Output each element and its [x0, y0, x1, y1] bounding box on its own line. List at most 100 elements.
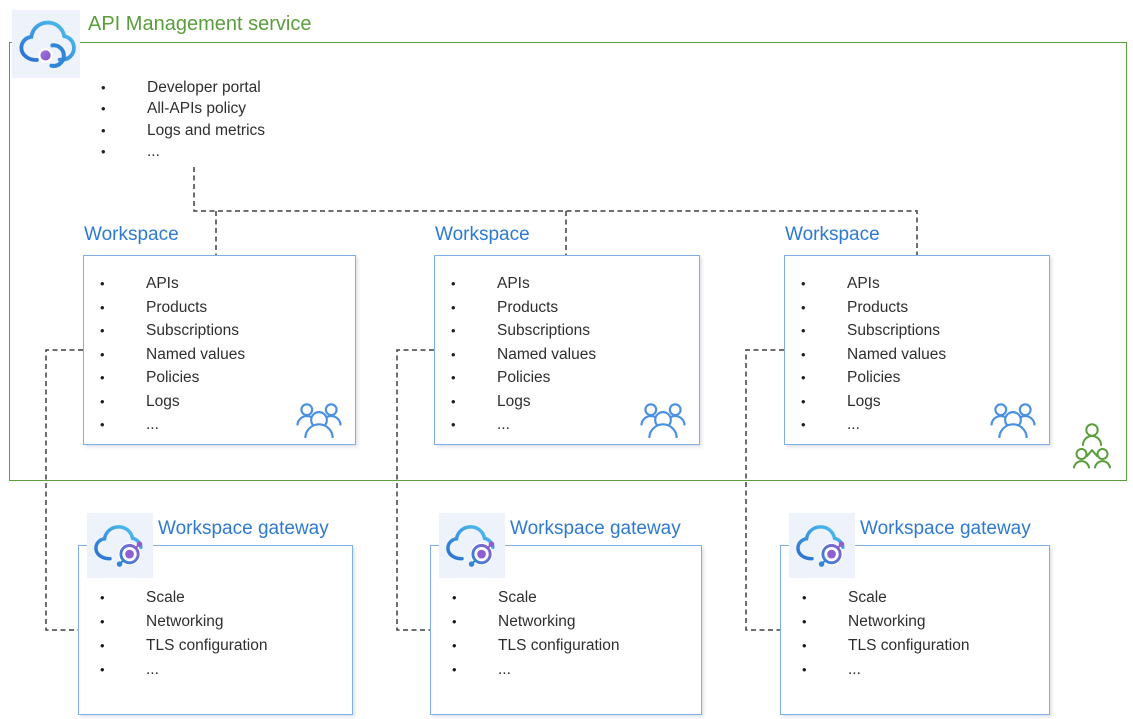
workspace-box: •APIs •Products •Subscriptions •Named va…: [434, 255, 700, 445]
list-item-label: ...: [146, 416, 159, 433]
list-item-label: ...: [848, 661, 861, 678]
workspace-box: •APIs •Products •Subscriptions •Named va…: [784, 255, 1050, 445]
list-item: •...: [100, 658, 352, 682]
workspace-gateway-title: Workspace gateway: [860, 518, 1031, 539]
list-item-label: ...: [147, 143, 160, 161]
list-item-label: TLS configuration: [848, 637, 970, 654]
list-item-label: APIs: [497, 275, 530, 292]
list-item-label: APIs: [146, 275, 179, 292]
list-item: •Subscriptions: [100, 319, 355, 343]
list-item-label: Networking: [848, 613, 926, 630]
list-item: •Policies: [100, 366, 355, 390]
list-item-label: Networking: [498, 613, 576, 630]
workspace-gateway-title: Workspace gateway: [510, 518, 681, 539]
bullet-icon: •: [101, 122, 106, 138]
list-item-label: TLS configuration: [498, 637, 620, 654]
workspace-gateway-cloud-icon: [789, 513, 855, 578]
bullet-icon: •: [452, 614, 457, 629]
list-item-label: Subscriptions: [497, 322, 591, 339]
list-item: • APIs: [451, 272, 699, 296]
workspace2-to-gateway2-connector: [396, 349, 434, 631]
workspace-title: Workspace: [435, 224, 530, 245]
list-item: •APIs: [801, 272, 1049, 296]
list-item-label: Scale: [848, 589, 887, 606]
bullet-icon: •: [451, 346, 456, 362]
bullet-icon: •: [101, 144, 106, 160]
bullet-icon: •: [100, 370, 105, 385]
workspace-title: Workspace: [84, 224, 179, 245]
workspace-group-1: Workspace •APIs •Products •Subscriptions…: [83, 222, 356, 445]
list-item-label: Logs: [847, 392, 881, 410]
workspace-gateway-title: Workspace gateway: [158, 518, 329, 539]
bullet-icon: •: [801, 393, 806, 409]
list-item-label: Networking: [146, 613, 224, 630]
workspace-title: Workspace: [785, 224, 880, 245]
list-item-label: Named values: [497, 345, 597, 363]
workspace3-to-gateway3-connector: [745, 349, 784, 631]
list-item: •Subscriptions: [451, 319, 699, 343]
bullet-icon: •: [100, 614, 105, 629]
list-item-label: Products: [146, 298, 208, 316]
list-item: •...: [801, 413, 1049, 437]
list-item: •...: [100, 413, 355, 437]
bullet-icon: •: [451, 276, 456, 291]
list-item: • Subscriptions: [801, 319, 1049, 343]
list-item-label: ...: [498, 661, 511, 678]
list-item-label: Products: [497, 298, 559, 316]
list-item: •...: [101, 141, 265, 162]
workspace-gateway-box: •Scale •Networking •TLS configuration •.…: [780, 545, 1050, 715]
list-item-label: APIs: [847, 275, 880, 292]
bullet-icon: •: [451, 370, 456, 385]
team-people-icon: [640, 396, 686, 439]
list-item-label: Subscriptions: [847, 322, 941, 339]
bullet-icon: •: [100, 590, 105, 605]
list-item: •All-APIs policy: [101, 98, 265, 119]
team-people-icon: [990, 396, 1036, 439]
list-item-label: Named values: [847, 345, 947, 363]
list-item-label: Logs and metrics: [147, 121, 266, 139]
list-item-label: Products: [847, 298, 909, 316]
bullet-icon: •: [452, 662, 457, 677]
bullet-icon: •: [801, 299, 806, 315]
bullet-icon: •: [801, 346, 806, 362]
service-to-workspaces-connector: [193, 167, 918, 256]
list-item-label: All-APIs policy: [147, 100, 247, 118]
list-item: •Logs: [451, 390, 699, 414]
bullet-icon: •: [100, 323, 105, 338]
list-item: • Logs and metrics: [101, 120, 265, 141]
list-item: •APIs: [100, 272, 355, 296]
bullet-icon: •: [801, 370, 806, 385]
workspace-gateway-cloud-icon: [87, 513, 153, 578]
bullet-icon: •: [101, 80, 106, 95]
list-item-label: TLS configuration: [146, 637, 268, 654]
api-management-cloud-icon: [12, 10, 80, 78]
list-item: • Logs: [801, 390, 1049, 414]
list-item-label: Policies: [847, 369, 901, 386]
list-item-label: Named values: [146, 345, 246, 363]
list-item: • Named values: [100, 343, 355, 367]
list-item: • Named values: [451, 343, 699, 367]
bullet-icon: •: [802, 662, 807, 677]
bullet-icon: •: [801, 417, 806, 432]
list-item: •...: [452, 658, 701, 682]
api-management-service-container: [9, 42, 1127, 481]
bullet-icon: •: [452, 590, 457, 605]
list-item: •Logs: [100, 390, 355, 414]
list-item-label: Scale: [498, 589, 537, 606]
list-item: • Named values: [801, 343, 1049, 367]
list-item: • Policies: [801, 366, 1049, 390]
list-item: •...: [451, 413, 699, 437]
bullet-icon: •: [100, 299, 105, 315]
list-item: • Scale: [452, 586, 701, 610]
list-item-label: ...: [146, 661, 159, 678]
bullet-icon: •: [802, 590, 807, 605]
list-item: •Developer portal: [101, 77, 265, 98]
bullet-icon: •: [801, 323, 806, 338]
list-item: • Scale: [802, 586, 1049, 610]
list-item-label: ...: [847, 416, 860, 433]
list-item: •Products: [451, 296, 699, 320]
workspace-gateway-cloud-icon: [439, 513, 505, 578]
api-management-cloud-glyph: [19, 20, 76, 68]
list-item-label: ...: [497, 416, 510, 433]
bullet-icon: •: [100, 346, 105, 362]
